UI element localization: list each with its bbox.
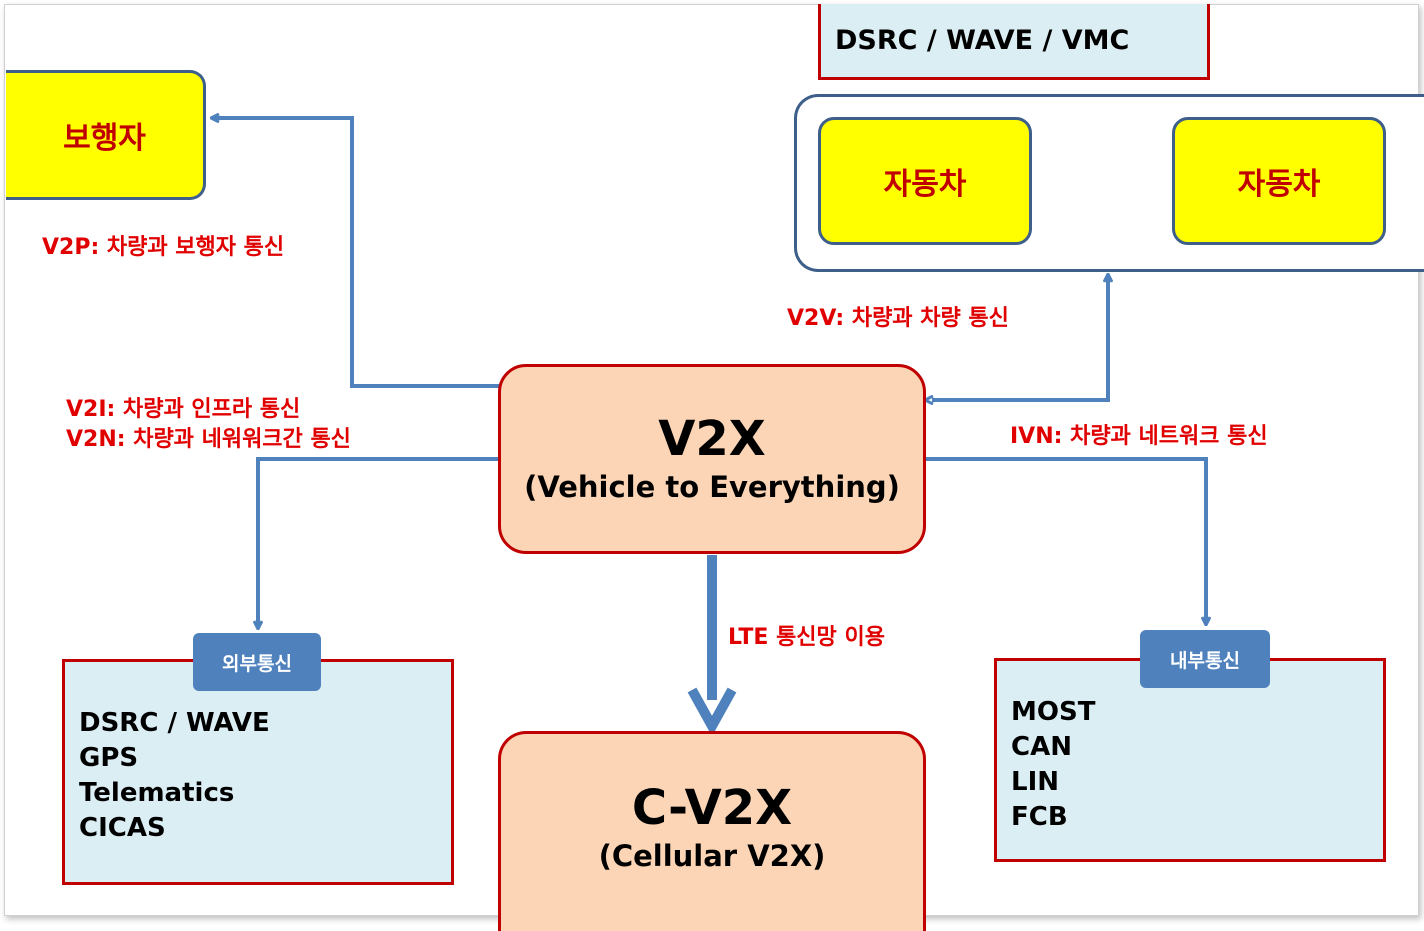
pedestrian-label: 보행자 bbox=[63, 121, 146, 156]
vehicle-label-left: 자동차 bbox=[883, 167, 967, 202]
internal-item: LIN bbox=[1011, 767, 1060, 797]
vehicle-box-right: 자동차 bbox=[1172, 117, 1386, 245]
vehicle-label-right: 자동차 bbox=[1237, 167, 1321, 202]
external-comm-box: DSRC / WAVE GPS Telematics CICAS bbox=[62, 659, 454, 885]
v2v-label: V2V: 차량과 차량 통신 bbox=[787, 306, 1009, 331]
v2x-title: V2X bbox=[658, 411, 766, 468]
internal-item: MOST bbox=[1011, 697, 1096, 727]
v2i-v2n-connector bbox=[258, 457, 500, 628]
v2p-label: V2P: 차량과 보행자 통신 bbox=[42, 235, 285, 260]
external-item: CICAS bbox=[79, 813, 166, 843]
internal-item: FCB bbox=[1011, 802, 1068, 832]
v2x-subtitle: (Vehicle to Everything) bbox=[524, 469, 900, 504]
internal-item: CAN bbox=[1011, 732, 1072, 762]
vehicle-box-left: 자동차 bbox=[818, 117, 1032, 245]
v2p-connector bbox=[212, 118, 500, 388]
top-protocol-box: DSRC / WAVE / VMC bbox=[818, 4, 1210, 80]
internal-comm-box: MOST CAN LIN FCB bbox=[994, 658, 1386, 862]
v2x-box: V2X (Vehicle to Everything) bbox=[498, 364, 926, 554]
ivn-connector bbox=[926, 457, 1206, 624]
external-item: Telematics bbox=[79, 778, 235, 808]
cv2x-subtitle: (Cellular V2X) bbox=[598, 838, 826, 873]
external-item: DSRC / WAVE bbox=[79, 708, 270, 738]
internal-comm-tag: 내부통신 bbox=[1140, 630, 1270, 688]
v2i-label: V2I: 차량과 인프라 통신 bbox=[66, 397, 301, 422]
external-item: GPS bbox=[79, 743, 139, 773]
cv2x-title: C-V2X bbox=[631, 780, 793, 836]
lte-label: LTE 통신망 이용 bbox=[728, 625, 885, 650]
external-comm-tag: 외부통신 bbox=[193, 633, 321, 691]
v2v-connector bbox=[932, 275, 1108, 400]
top-protocol-text: DSRC / WAVE / VMC bbox=[835, 25, 1130, 56]
cv2x-box: C-V2X (Cellular V2X) bbox=[498, 731, 926, 931]
pedestrian-box: 보행자 bbox=[6, 70, 206, 200]
ivn-label: IVN: 차량과 네트워크 통신 bbox=[1010, 424, 1268, 449]
lte-arrowhead bbox=[687, 687, 737, 737]
v2n-label: V2N: 차량과 네워워크간 통신 bbox=[66, 427, 351, 452]
